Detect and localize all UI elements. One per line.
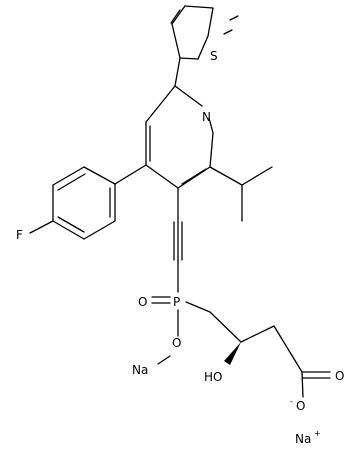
atom-label-sodium-bound: Na <box>132 363 148 377</box>
atom-label-oxygen-double: O <box>138 295 147 309</box>
atom-label-oxygen-carboxylate: O <box>296 399 305 413</box>
phosphinate-group <box>151 296 211 365</box>
atom-label-fluorine: F <box>16 228 23 242</box>
fluorophenyl-ring <box>29 164 147 240</box>
pyridine-ring <box>145 85 214 189</box>
atom-label-oxygen-ester: O <box>172 336 181 350</box>
atom-label-oxygen-carbonyl: O <box>335 369 344 383</box>
atom-label-sodium-ion: Na <box>295 432 311 446</box>
atom-label-sulfur: S <box>210 49 218 63</box>
atom-charge-positive: + <box>314 429 321 438</box>
atom-label-nitrogen: N <box>202 110 211 124</box>
wedge-bond <box>224 342 241 365</box>
thiophene-ring <box>170 5 239 60</box>
atom-label-hydroxyl: HO <box>204 370 222 384</box>
alkyne-triple-bond <box>173 187 183 293</box>
bond-thiophene-pyridine <box>174 57 181 87</box>
isopropyl-group <box>209 166 273 222</box>
atom-label-phosphorus: P <box>173 295 180 309</box>
atom-charge-negative: - <box>290 397 293 406</box>
hydroxy-acid-chain <box>209 311 331 398</box>
